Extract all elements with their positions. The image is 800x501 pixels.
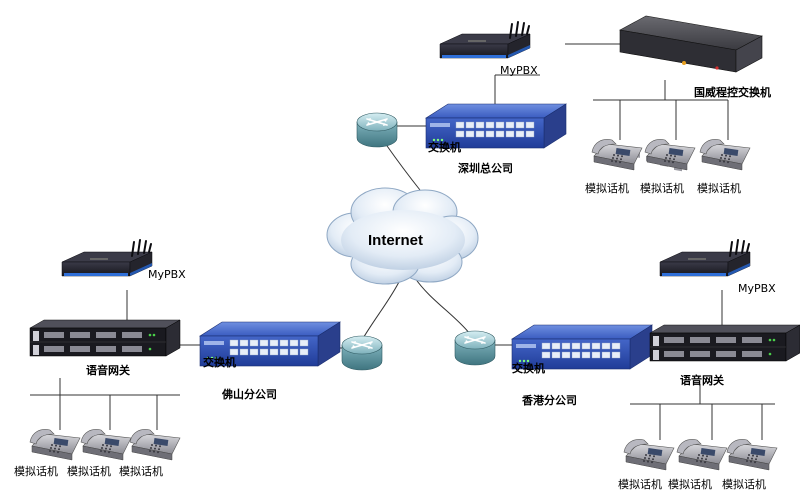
foshan-phone-label-1: 模拟话机 — [14, 465, 58, 478]
internet-cloud — [326, 187, 479, 285]
hq-switch-label: 交换机 — [428, 141, 461, 154]
hk-branch-label: 香港分公司 — [522, 394, 577, 407]
legacy-pbx-label: 国威程控交换机 — [694, 86, 771, 99]
hk-gateway-label: 语音网关 — [680, 374, 724, 387]
mypbx-icon — [61, 239, 153, 277]
hq-phone-label-1: 模拟话机 — [585, 182, 629, 195]
analog-phone-icon — [29, 429, 81, 461]
voice-gateway-icon — [29, 319, 181, 357]
analog-phone-icon — [726, 439, 778, 471]
mypbx-icon — [439, 21, 531, 59]
router-icon — [356, 112, 398, 148]
hk-mypbx-label: MyPBX — [738, 282, 776, 295]
router-icon — [341, 335, 383, 371]
foshan-gateway-label: 语音网关 — [86, 364, 130, 377]
hk-switch-label: 交换机 — [512, 362, 545, 375]
hq-phone-label-2: 模拟话机 — [640, 182, 684, 195]
foshan-switch-label: 交换机 — [203, 356, 236, 369]
hq-branch-label: 深圳总公司 — [458, 162, 513, 175]
foshan-branch-label: 佛山分公司 — [222, 388, 277, 401]
analog-phone-icon — [80, 429, 132, 461]
analog-phone-icon — [591, 139, 643, 171]
analog-phone-icon — [129, 429, 181, 461]
hk-phone-label-1: 模拟话机 — [618, 478, 662, 491]
connection-lines — [30, 43, 775, 440]
mypbx-icon — [659, 239, 751, 277]
hk-phone-label-3: 模拟话机 — [722, 478, 766, 491]
voice-gateway-icon — [649, 324, 800, 362]
internet-label: Internet — [368, 232, 424, 249]
hq-mypbx-label: MyPBX — [500, 64, 538, 77]
foshan-phone-label-3: 模拟话机 — [119, 465, 163, 478]
analog-phone-icon — [699, 139, 751, 171]
hq-phone-label-3: 模拟话机 — [697, 182, 741, 195]
foshan-phone-label-2: 模拟话机 — [67, 465, 111, 478]
analog-phone-icon — [644, 139, 696, 171]
foshan-mypbx-label: MyPBX — [148, 268, 186, 281]
legacy-pbx-icon — [619, 15, 763, 172]
hk-phone-label-2: 模拟话机 — [668, 478, 712, 491]
analog-phone-icon — [676, 439, 728, 471]
router-icon — [454, 330, 496, 366]
analog-phone-icon — [623, 439, 675, 471]
